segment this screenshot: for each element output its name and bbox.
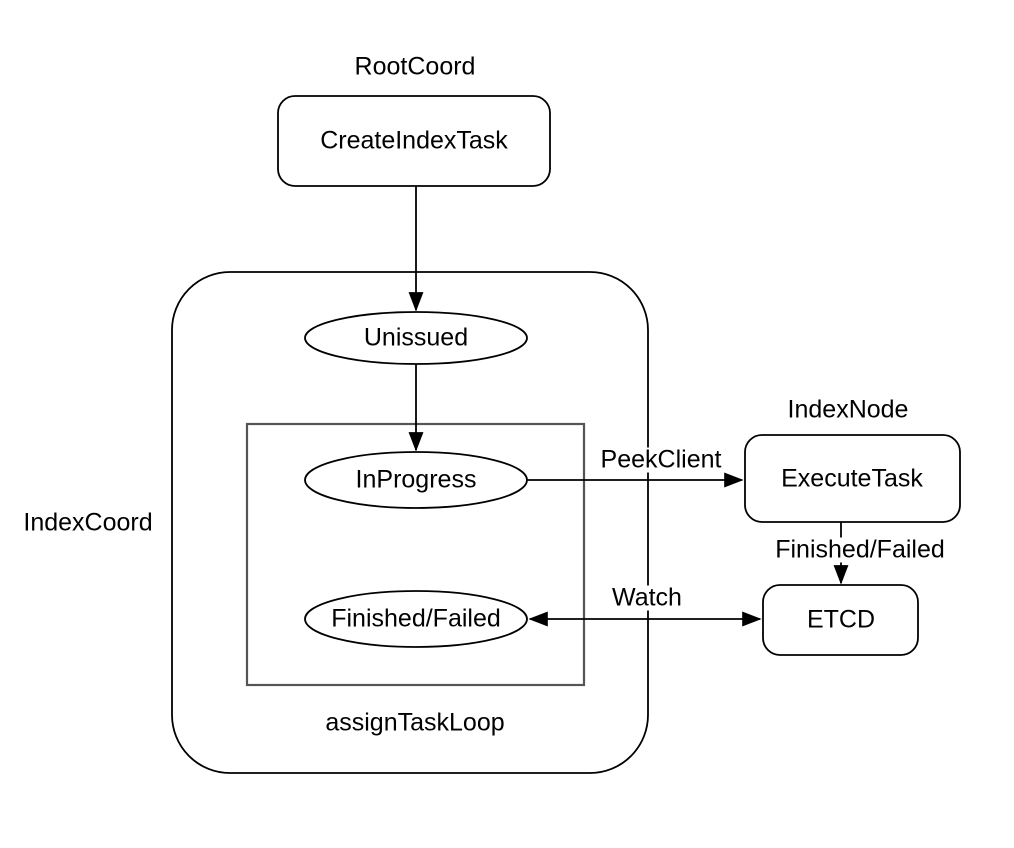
node-unissued[interactable] — [304, 311, 528, 365]
node-etcd[interactable] — [762, 584, 919, 656]
node-inprogress[interactable] — [304, 451, 528, 509]
container-indexcoord — [171, 271, 649, 774]
node-createindextask[interactable] — [277, 95, 551, 187]
node-finishedfailed[interactable] — [304, 590, 528, 648]
node-executetask[interactable] — [744, 434, 961, 523]
